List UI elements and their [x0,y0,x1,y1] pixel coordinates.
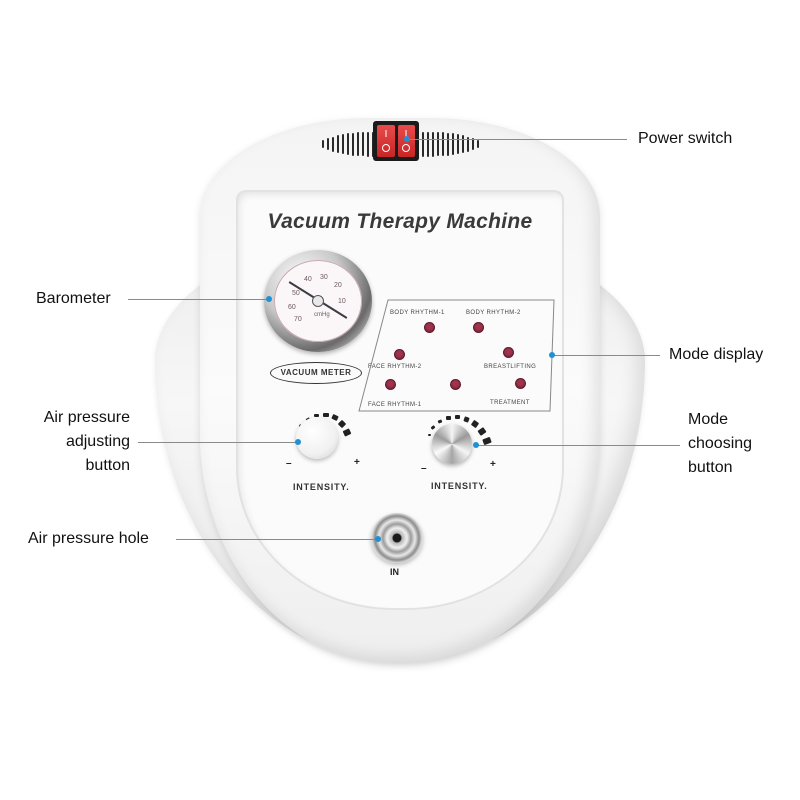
air-pressure-marker [295,439,301,445]
mode-led-body-rhythm-1 [425,323,434,332]
mode-led-center [451,380,460,389]
vent-slat [436,132,439,156]
gauge-face: 40 30 20 10 50 60 70 cmHg [274,260,362,342]
vent-slat [431,131,434,157]
gauge-number: 10 [338,298,346,305]
vent-slat [361,132,364,156]
vent-slat [441,132,444,156]
barometer-marker [266,296,272,302]
barometer-leader-line [128,299,269,300]
mode-choosing-marker [473,442,479,448]
callout-air-pressure-hole: Air pressure hole [28,530,149,547]
vent-slat [426,131,429,157]
mode-led-body-rhythm-2 [474,323,483,332]
mode-label-face-rhythm-2: FACE RHYTHM-2 [368,364,422,370]
vent-slat [336,135,339,153]
mode-label-body-rhythm-2: BODY RHYTHM-2 [466,310,521,316]
power-rocker-1[interactable] [377,125,395,157]
vent-slat [471,138,474,150]
mode-display: BODY RHYTHM-1 BODY RHYTHM-2 FACE RHYTHM-… [358,299,555,412]
mode-display-leader-line [552,355,660,356]
mode-label-body-rhythm-1: BODY RHYTHM-1 [390,310,445,316]
callout-air-pressure-adjusting: Air pressure adjusting button [43,409,130,474]
mode-choosing-knob[interactable] [432,424,472,464]
air-pressure-hole-marker [375,536,381,542]
gauge-unit: cmHg [314,312,330,318]
mode-label-treatment: TREATMENT [490,400,530,406]
callout-power-switch: Power switch [638,130,733,147]
callout-barometer: Barometer [36,290,111,307]
callout-mode-choosing: Mode choosing button [688,411,753,476]
vent-slat [371,131,374,157]
mode-label-face-rhythm-1: FACE RHYTHM-1 [368,402,422,408]
power-switch-marker [404,136,410,142]
vent-slat [366,131,369,157]
vent-slat [326,138,329,150]
air-pressure-plus: + [354,457,360,468]
mode-led-breastlifting [504,348,513,357]
mode-choosing-leader-line [476,445,680,446]
air-pressure-intensity-label: INTENSITY. [293,482,350,492]
air-pressure-hole-leader-line [176,539,378,540]
air-pressure-leader-line [138,442,298,443]
vent-slat [341,134,344,154]
barometer-gauge: 40 30 20 10 50 60 70 cmHg [264,250,372,352]
device-title: Vacuum Therapy Machine [267,210,533,233]
vent-slat [331,136,334,152]
gauge-number: 70 [294,316,302,323]
vent-slat [456,134,459,154]
mode-led-face-rhythm-2 [395,350,404,359]
gauge-number: 50 [292,290,300,297]
mode-display-marker [549,352,555,358]
callout-mode-display: Mode display [669,346,764,363]
vent-slat [351,132,354,156]
mode-knob-minus: – [421,463,427,474]
vent-slat [476,140,479,148]
mode-knob-intensity-label: INTENSITY. [431,481,488,491]
gauge-number: 40 [304,276,312,283]
inlet-label: IN [390,567,399,577]
air-pressure-knob[interactable] [296,417,338,459]
air-pressure-minus: – [286,458,292,469]
mode-led-face-rhythm-1 [386,380,395,389]
vent-slat [346,133,349,155]
gauge-number: 60 [288,304,296,311]
vent-slat [446,132,449,156]
gauge-hub [312,295,324,307]
vent-slat [321,140,324,148]
mode-led-treatment [516,379,525,388]
mode-label-breastlifting: BREASTLIFTING [484,364,537,370]
mode-knob-plus: + [490,459,496,470]
vent-slat [466,136,469,152]
vacuum-meter-label: VACUUM METER [270,362,362,384]
gauge-number: 30 [320,274,328,281]
vent-slat [356,132,359,156]
vent-slat [421,131,424,157]
gauge-number: 20 [334,282,342,289]
power-switch-leader-line [407,139,627,140]
power-switch[interactable] [373,121,419,161]
vent-slat [461,135,464,153]
mode-display-outline [358,299,555,412]
vent-slat [451,133,454,155]
